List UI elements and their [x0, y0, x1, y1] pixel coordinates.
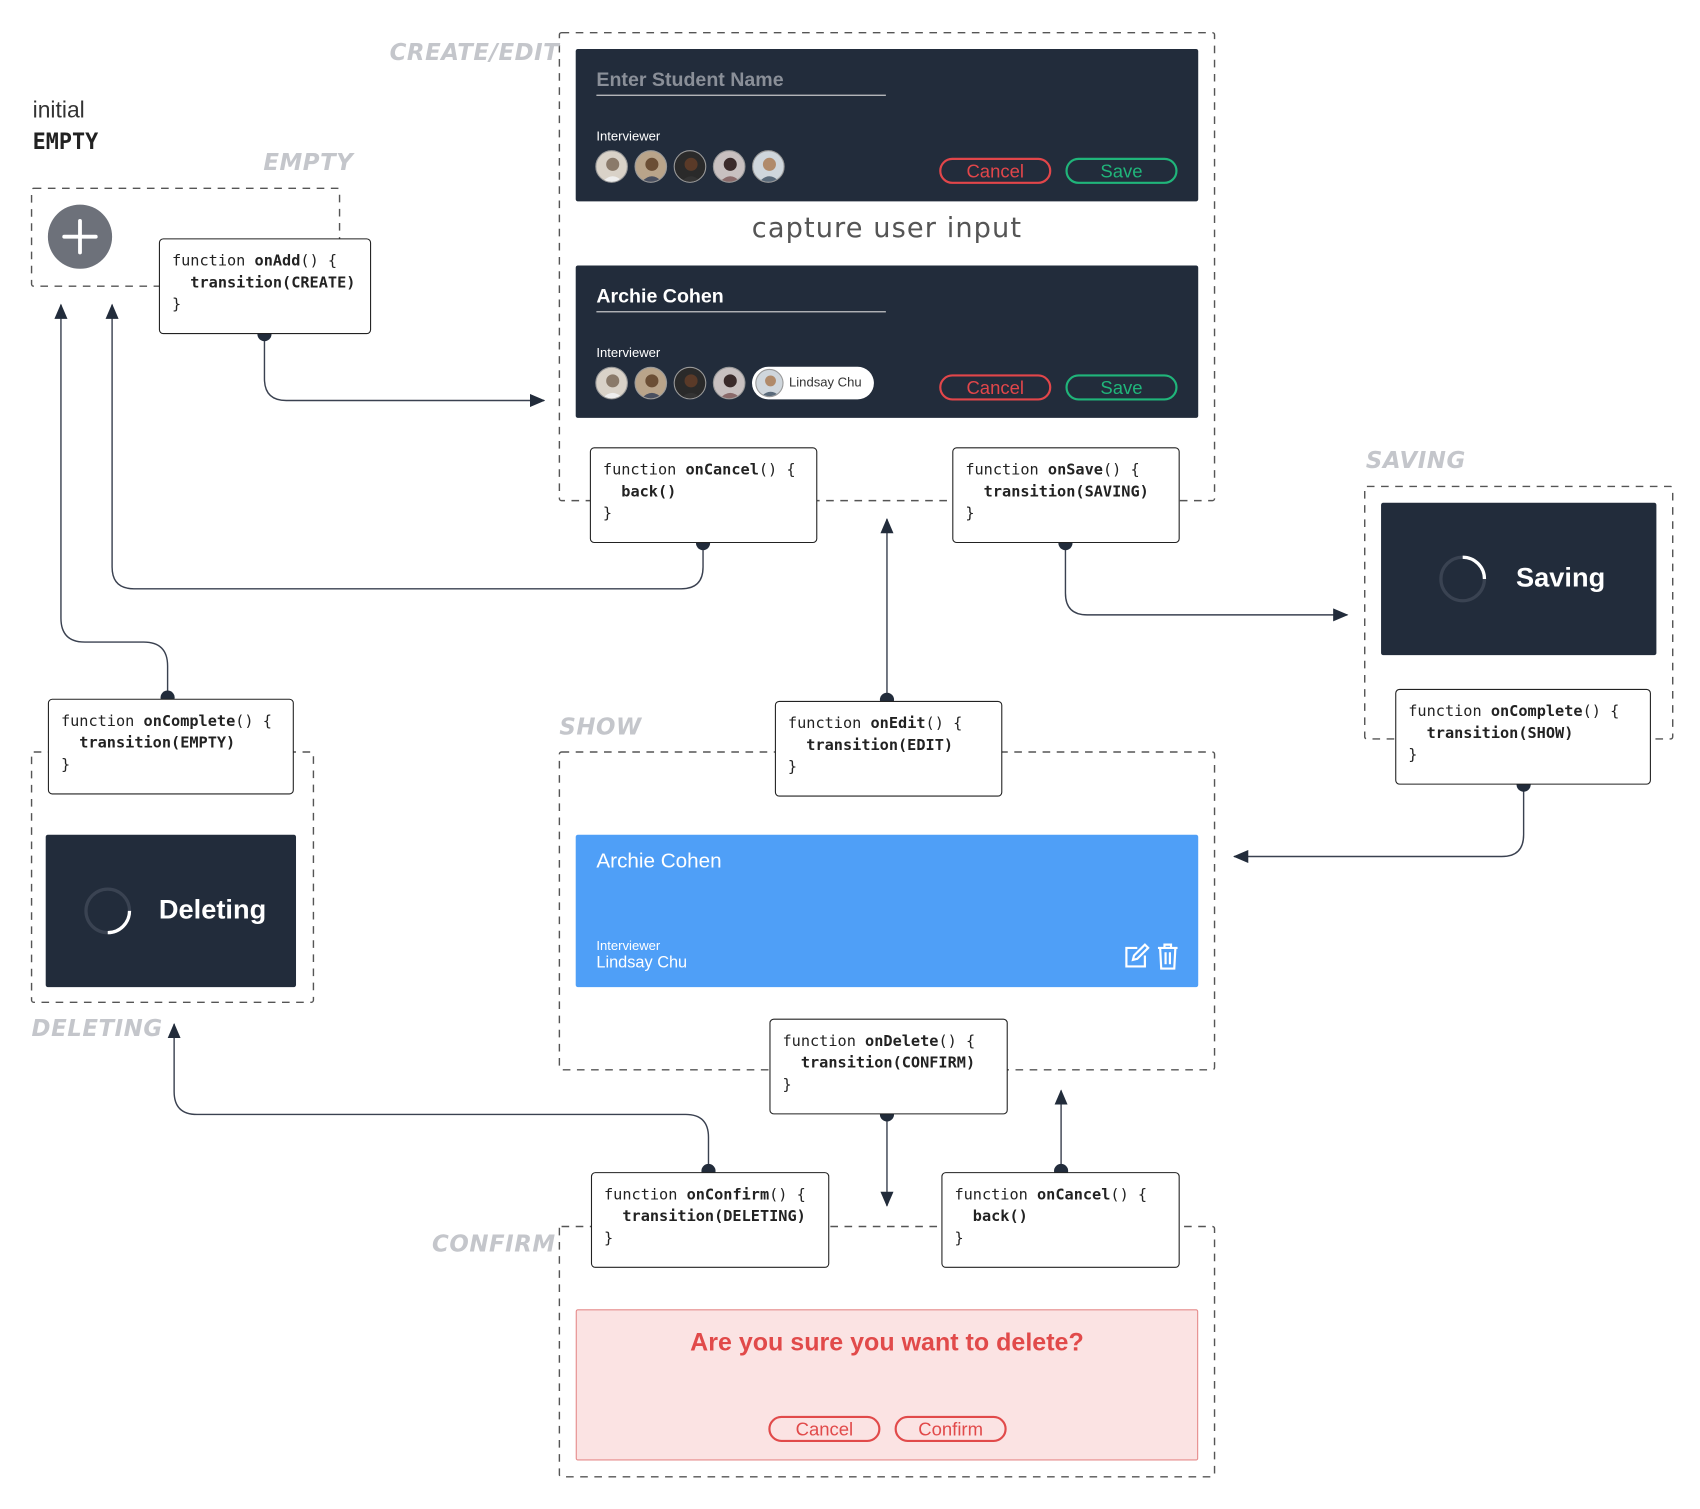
state-label-empty: EMPTY	[263, 149, 354, 176]
avatar-icon	[755, 368, 784, 398]
deleting-text: Deleting	[158, 894, 267, 926]
state-label-saving: SAVING	[1365, 447, 1466, 474]
interviewer-name: Lindsay Chu	[596, 953, 688, 972]
spinner-icon	[84, 887, 132, 935]
deleting-state-boundary	[30, 751, 315, 1004]
save-button[interactable]: Save	[1065, 374, 1178, 401]
edit-icon[interactable]	[1122, 942, 1150, 970]
arrow-oncomplete-to-show	[1233, 784, 1525, 864]
student-name-input[interactable]: Archie Cohen	[596, 285, 886, 313]
capture-caption: capture user input	[751, 212, 1023, 244]
confirm-message: Are you sure you want to delete?	[690, 1327, 1084, 1357]
avatar-icon[interactable]	[673, 366, 707, 400]
avatar-icon[interactable]	[634, 366, 668, 400]
saving-text: Saving	[1516, 562, 1606, 594]
avatar-icon[interactable]	[712, 150, 746, 183]
avatar-icon[interactable]	[752, 150, 785, 183]
saving-panel: Saving	[1381, 502, 1657, 656]
appointment-card: Archie Cohen Interviewer Lindsay Chu	[575, 834, 1199, 988]
edit-form-panel: Archie Cohen Interviewer Lindsay Chu Can…	[575, 265, 1199, 418]
state-label-show: SHOW	[559, 713, 642, 741]
spinner-icon	[1439, 555, 1487, 603]
interviewer-label: Interviewer	[596, 344, 661, 361]
student-name-input[interactable]: Enter Student Name	[596, 69, 886, 96]
confirm-button[interactable]: Confirm	[894, 1415, 1007, 1442]
code-oncomplete-show: function onComplete() { transition(SHOW)…	[1395, 688, 1651, 785]
plus-icon	[62, 219, 98, 255]
arrow-oncomplete-to-empty	[54, 303, 169, 698]
code-onedit: function onEdit() { transition(EDIT) }	[774, 700, 1003, 797]
deleting-panel: Deleting	[45, 834, 297, 988]
state-label-confirm: CONFIRM	[432, 1230, 556, 1257]
create-form-panel: Enter Student Name Interviewer Cancel Sa…	[575, 48, 1199, 202]
code-onsave: function onSave() { transition(SAVING) }	[952, 447, 1180, 544]
cancel-button[interactable]: Cancel	[939, 157, 1052, 184]
code-ondelete: function onDelete() { transition(CONFIRM…	[769, 1018, 1008, 1115]
confirm-state-boundary	[558, 1225, 1216, 1478]
selected-interviewer-chip[interactable]: Lindsay Chu	[752, 366, 874, 400]
cancel-button[interactable]: Cancel	[939, 374, 1052, 401]
interviewer-label: Interviewer	[596, 938, 661, 954]
avatar-icon[interactable]	[673, 150, 707, 183]
code-onadd: function onAdd() { transition(CREATE) }	[158, 238, 372, 335]
interviewer-label: Interviewer	[596, 128, 661, 144]
cancel-button[interactable]: Cancel	[768, 1415, 881, 1442]
avatar-icon[interactable]	[595, 366, 628, 400]
initial-label: initial	[32, 97, 85, 123]
create-edit-state-boundary	[558, 31, 1216, 502]
code-onconfirm: function onConfirm() { transition(DELETI…	[590, 1172, 830, 1268]
avatar-icon[interactable]	[634, 150, 668, 183]
code-oncancel-edit: function onCancel() { back() }	[589, 447, 818, 544]
state-label-create-edit: CREATE/EDIT	[389, 39, 560, 66]
trash-icon[interactable]	[1156, 942, 1180, 970]
student-name: Archie Cohen	[596, 849, 722, 873]
arrow-oncancel-to-empty	[105, 303, 704, 590]
state-label-deleting: DELETING	[31, 1015, 163, 1042]
code-oncancel-confirm: function onCancel() { back() }	[941, 1172, 1180, 1268]
arrow-onadd-to-create	[263, 334, 546, 408]
confirm-panel: Are you sure you want to delete? Cancel …	[575, 1309, 1199, 1461]
avatar-icon[interactable]	[712, 366, 746, 400]
arrow-onconfirm-to-deleting	[167, 1023, 710, 1172]
arrow-onsave-to-saving	[1064, 543, 1349, 622]
initial-state-name: EMPTY	[32, 128, 99, 155]
save-button[interactable]: Save	[1065, 157, 1178, 184]
avatar-icon[interactable]	[595, 150, 628, 183]
selected-interviewer-name: Lindsay Chu	[789, 374, 862, 390]
code-oncomplete-empty: function onComplete() { transition(EMPTY…	[47, 698, 294, 795]
add-button[interactable]	[47, 204, 113, 269]
